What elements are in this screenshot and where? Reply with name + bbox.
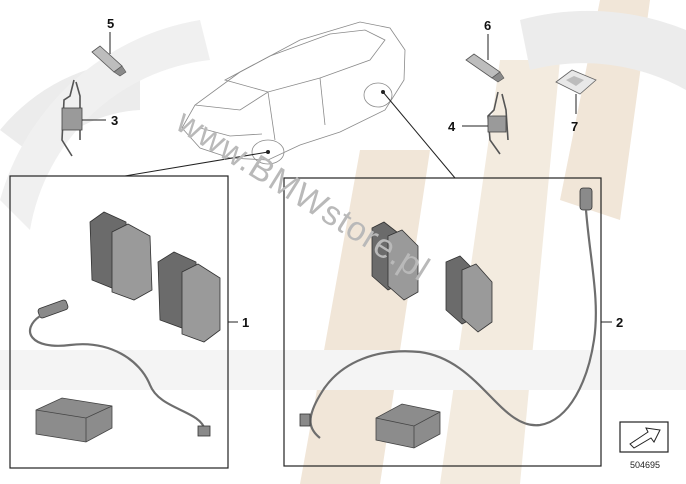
- front-brake-pads: [89, 211, 221, 343]
- guide-bolt-part-5: [91, 45, 127, 77]
- vehicle-outline: [181, 21, 406, 165]
- leader-rear: [382, 91, 456, 179]
- direction-arrow-icon: [619, 421, 669, 453]
- rear-small-parts-box: [375, 403, 441, 449]
- guide-bolt-part-6: [465, 53, 505, 83]
- spring-clip-part-3: [61, 79, 83, 157]
- callout-4: 4: [448, 119, 456, 134]
- callout-3: 3: [111, 113, 118, 128]
- callout-2: 2: [616, 315, 623, 330]
- front-small-parts-box: [35, 397, 113, 443]
- rear-brake-pads: [371, 221, 493, 333]
- front-wear-sensor: [29, 299, 211, 437]
- callout-1: 1: [242, 315, 249, 330]
- callout-6: 6: [484, 18, 491, 33]
- spring-clip-part-4: [487, 91, 509, 155]
- grease-packet-part-7: [555, 69, 597, 95]
- callout-5: 5: [107, 16, 114, 31]
- rear-wear-sensor: [299, 187, 597, 439]
- leader-front: [124, 151, 269, 177]
- callout-7: 7: [571, 119, 578, 134]
- diagram-number: 504695: [630, 460, 660, 470]
